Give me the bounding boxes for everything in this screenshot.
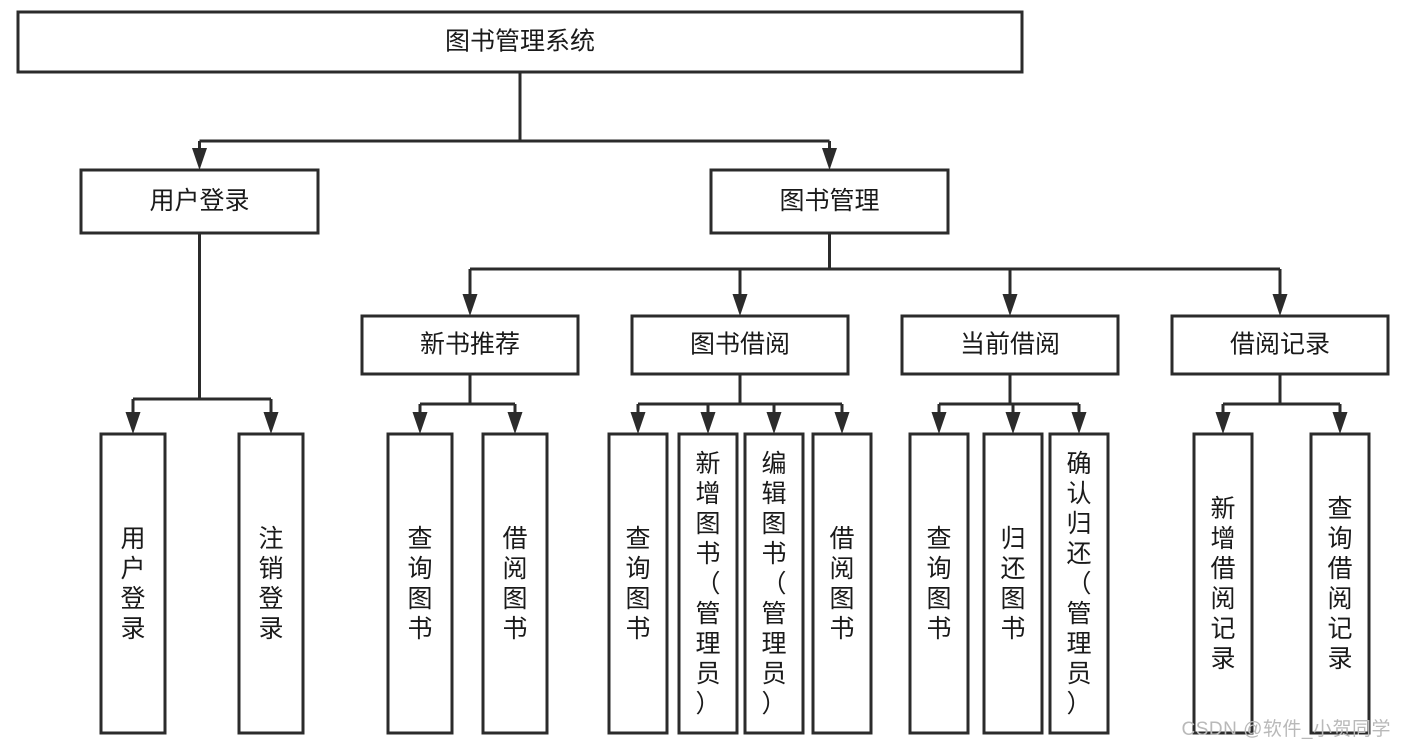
arrow-head-icon	[1332, 412, 1348, 434]
node-current-borrow[interactable]: 当前借阅	[900, 314, 1120, 376]
node-label: 借阅图书	[502, 525, 527, 643]
connector-bookmgmt-to-level3	[462, 233, 1288, 316]
node-leaf-borrow-book-recommend[interactable]: 借阅图书	[481, 432, 549, 735]
node-box	[1170, 314, 1390, 376]
arrow-head-icon	[700, 412, 716, 434]
node-label: 查询图书	[625, 525, 650, 643]
node-label: 查询图书	[926, 525, 951, 643]
arrow-head-icon	[263, 412, 279, 434]
node-root[interactable]: 图书管理系统	[16, 10, 1024, 74]
node-box	[900, 314, 1120, 376]
node-label: 新书推荐	[420, 331, 520, 359]
arrow-head-icon	[834, 412, 850, 434]
connector-record-to-leaves	[1215, 374, 1348, 434]
node-label: 新增借阅记录	[1210, 495, 1235, 673]
connector-recommend-to-leaves	[412, 374, 523, 434]
node-box	[79, 168, 320, 235]
node-box	[386, 432, 454, 735]
arrow-head-icon	[822, 148, 837, 170]
node-box	[607, 432, 669, 735]
node-leaf-edit-book-admin[interactable]: 编辑图书（管理员）	[743, 432, 805, 735]
node-leaf-add-book-admin[interactable]: 新增图书（管理员）	[677, 432, 739, 735]
arrow-head-icon	[1002, 294, 1018, 316]
arrow-head-icon	[1215, 412, 1231, 434]
node-label: 确认归还（管理员）	[1066, 450, 1091, 718]
node-box	[16, 10, 1024, 74]
arrow-head-icon	[412, 412, 428, 434]
node-leaf-confirm-return-admin[interactable]: 确认归还（管理员）	[1048, 432, 1110, 735]
node-box	[1192, 432, 1254, 735]
node-label: 查询借阅记录	[1327, 495, 1352, 673]
node-label: 图书借阅	[690, 331, 790, 359]
node-label: 注销登录	[258, 525, 283, 643]
connector-layer	[125, 72, 1348, 434]
node-leaf-query-book-current[interactable]: 查询图书	[908, 432, 970, 735]
arrow-head-icon	[766, 412, 782, 434]
arrow-head-icon	[462, 294, 478, 316]
node-box	[630, 314, 850, 376]
arrow-head-icon	[931, 412, 947, 434]
arrow-head-icon	[630, 412, 646, 434]
node-box	[237, 432, 305, 735]
node-leaf-query-book-recommend[interactable]: 查询图书	[386, 432, 454, 735]
node-book-management[interactable]: 图书管理	[709, 168, 950, 235]
node-box	[908, 432, 970, 735]
node-label: 借阅记录	[1230, 331, 1330, 359]
node-label: 借阅图书	[829, 525, 854, 643]
node-box	[1309, 432, 1371, 735]
node-user-login[interactable]: 用户登录	[79, 168, 320, 235]
node-box	[811, 432, 873, 735]
arrow-head-icon	[1071, 412, 1087, 434]
connector-userlogin-to-leaves	[125, 233, 279, 434]
node-label: 用户登录	[149, 187, 249, 215]
node-box	[709, 168, 950, 235]
node-label: 查询图书	[407, 525, 432, 643]
node-box	[360, 314, 580, 376]
node-layer: 图书管理系统用户登录图书管理新书推荐图书借阅当前借阅借阅记录用户登录注销登录查询…	[16, 10, 1390, 735]
node-box	[481, 432, 549, 735]
node-label: 编辑图书（管理员）	[761, 450, 786, 718]
node-leaf-return-book[interactable]: 归还图书	[982, 432, 1044, 735]
node-label: 当前借阅	[960, 331, 1060, 359]
node-label: 图书管理系统	[445, 28, 595, 56]
arrow-head-icon	[732, 294, 748, 316]
arrow-head-icon	[192, 148, 207, 170]
node-leaf-query-borrow-record[interactable]: 查询借阅记录	[1309, 432, 1371, 735]
arrow-head-icon	[1005, 412, 1021, 434]
node-label: 新增图书（管理员）	[695, 450, 720, 718]
node-box	[743, 432, 805, 735]
node-new-book-recommend[interactable]: 新书推荐	[360, 314, 580, 376]
node-label: 图书管理	[779, 187, 879, 215]
node-box	[99, 432, 167, 735]
node-leaf-user-login[interactable]: 用户登录	[99, 432, 167, 735]
node-label: 用户登录	[120, 525, 145, 643]
arrow-head-icon	[507, 412, 523, 434]
connector-root-to-level2	[192, 72, 837, 170]
node-book-borrow[interactable]: 图书借阅	[630, 314, 850, 376]
node-leaf-borrow-book[interactable]: 借阅图书	[811, 432, 873, 735]
node-label: 归还图书	[1000, 525, 1025, 643]
connector-borrow-to-leaves	[630, 374, 850, 434]
arrow-head-icon	[1272, 294, 1288, 316]
connector-current-to-leaves	[931, 374, 1087, 434]
node-leaf-query-book-borrow[interactable]: 查询图书	[607, 432, 669, 735]
node-box	[677, 432, 739, 735]
node-box	[982, 432, 1044, 735]
node-leaf-add-borrow-record[interactable]: 新增借阅记录	[1192, 432, 1254, 735]
node-box	[1048, 432, 1110, 735]
node-leaf-logout-login[interactable]: 注销登录	[237, 432, 305, 735]
node-borrow-record[interactable]: 借阅记录	[1170, 314, 1390, 376]
arrow-head-icon	[125, 412, 141, 434]
